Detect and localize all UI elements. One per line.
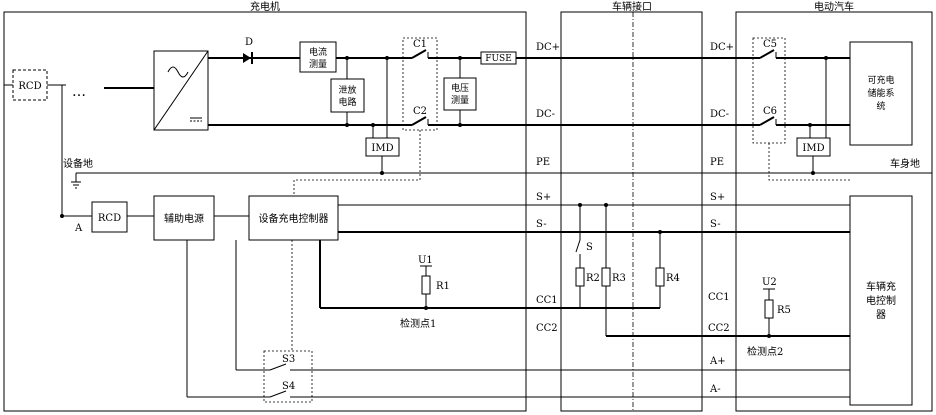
terminal-left-s-minus: S- <box>536 219 547 230</box>
rcd-main-box <box>91 201 128 233</box>
r4-resistor <box>655 267 665 287</box>
ellipsis: … <box>72 84 86 100</box>
c5-contact <box>759 49 775 59</box>
terminal-left-cc1: CC1 <box>536 295 558 306</box>
s3-s4-group <box>263 350 313 403</box>
terminal-right-a-minus: A- <box>709 384 721 395</box>
imd-right-label: IMD <box>802 143 824 154</box>
r1-label: R1 <box>436 281 450 292</box>
interface-frame <box>560 11 703 412</box>
terminal-left-s-plus: S+ <box>536 192 551 203</box>
fuse-label: FUSE <box>485 54 512 64</box>
vehicle-title: 电动汽车 <box>814 0 854 13</box>
current-measure-label-2: 测量 <box>309 59 327 70</box>
c1-label: C1 <box>413 39 427 50</box>
rcd-input-box <box>12 69 48 101</box>
storage-box <box>849 41 913 146</box>
terminal-left-dc-minus: DC- <box>536 109 555 120</box>
charger-title: 充电机 <box>250 0 280 13</box>
terminal-right-dc-minus: DC- <box>710 109 729 120</box>
terminal-left-dc-plus: DC+ <box>536 42 560 53</box>
current-measure-label-1: 电流 <box>309 46 327 58</box>
terminal-left-cc2: CC2 <box>536 323 558 334</box>
c2-label: C2 <box>413 106 427 117</box>
c1-contact <box>411 49 427 59</box>
storage-label-1: 可充电 <box>867 74 894 86</box>
aux-power-box <box>153 195 215 241</box>
vehicle-frame <box>735 11 933 412</box>
s3-contact <box>269 363 287 371</box>
r5-label: R5 <box>777 305 791 316</box>
interface-title: 车辆接口 <box>612 0 652 13</box>
c2-contact <box>411 116 427 126</box>
s3-label: S3 <box>282 354 295 365</box>
c5-label: C5 <box>763 39 777 50</box>
r2-resistor <box>575 267 585 287</box>
rcd-main-label: RCD <box>98 213 121 224</box>
vehicle-controller-label-3: 器 <box>876 309 886 321</box>
ac-symbol <box>167 66 189 78</box>
switch-s-label: S <box>586 242 593 253</box>
terminal-right-pe: PE <box>710 157 724 168</box>
vehicle-ground-label: 车身地 <box>890 157 920 170</box>
aux-power-label: 辅助电源 <box>164 212 204 225</box>
diode-symbol <box>243 53 251 63</box>
detect-point-2-label: 检测点2 <box>747 345 783 358</box>
vehicle-controller-box <box>849 195 913 406</box>
r4-label: R4 <box>666 273 680 284</box>
storage-label-2: 储能系 <box>867 87 894 99</box>
r1-resistor <box>421 275 431 295</box>
s4-contact <box>269 390 287 398</box>
voltage-measure-label-1: 电压 <box>451 82 469 94</box>
discharge-label-2: 电路 <box>338 96 356 108</box>
c6-contact <box>759 116 775 126</box>
terminal-right-cc1: CC1 <box>708 292 730 303</box>
c1-c2-group <box>402 37 438 131</box>
charger-frame <box>3 11 527 412</box>
r2-label: R2 <box>586 273 600 284</box>
switch-s-contact <box>575 239 581 253</box>
storage-label-3: 统 <box>876 100 885 112</box>
u2-label: U2 <box>762 277 777 288</box>
r5-resistor <box>764 299 774 319</box>
vehicle-controller-label-2: 电控制 <box>866 294 896 307</box>
discharge-circuit-box <box>330 78 365 113</box>
charge-controller-label: 设备充电控制器 <box>259 212 329 225</box>
terminal-right-s-plus: S+ <box>710 192 725 203</box>
discharge-label-1: 泄放 <box>338 84 356 96</box>
u1-label: U1 <box>418 255 433 266</box>
c6-label: C6 <box>763 106 777 117</box>
charge-controller-box <box>248 195 339 241</box>
terminal-right-s-minus: S- <box>710 219 721 230</box>
terminal-right-a-plus: A+ <box>709 356 726 367</box>
terminal-left-pe: PE <box>536 157 550 168</box>
voltage-measure-label-2: 测量 <box>451 95 469 106</box>
rcd-input-label: RCD <box>18 81 41 92</box>
diode-label: D <box>245 37 253 48</box>
current-measure-box <box>299 41 337 73</box>
terminal-right-cc2: CC2 <box>708 323 730 334</box>
imd-left-label: IMD <box>371 143 393 154</box>
detect-point-1-label: 检测点1 <box>400 317 436 330</box>
terminal-right-dc-plus: DC+ <box>710 42 734 53</box>
s4-label: S4 <box>282 381 295 392</box>
r3-label: R3 <box>612 273 626 284</box>
node-a-label: A <box>74 223 83 234</box>
equipment-ground-label: 设备地 <box>63 157 93 170</box>
r3-resistor <box>601 267 611 287</box>
vehicle-controller-label-1: 车辆充 <box>866 280 896 293</box>
